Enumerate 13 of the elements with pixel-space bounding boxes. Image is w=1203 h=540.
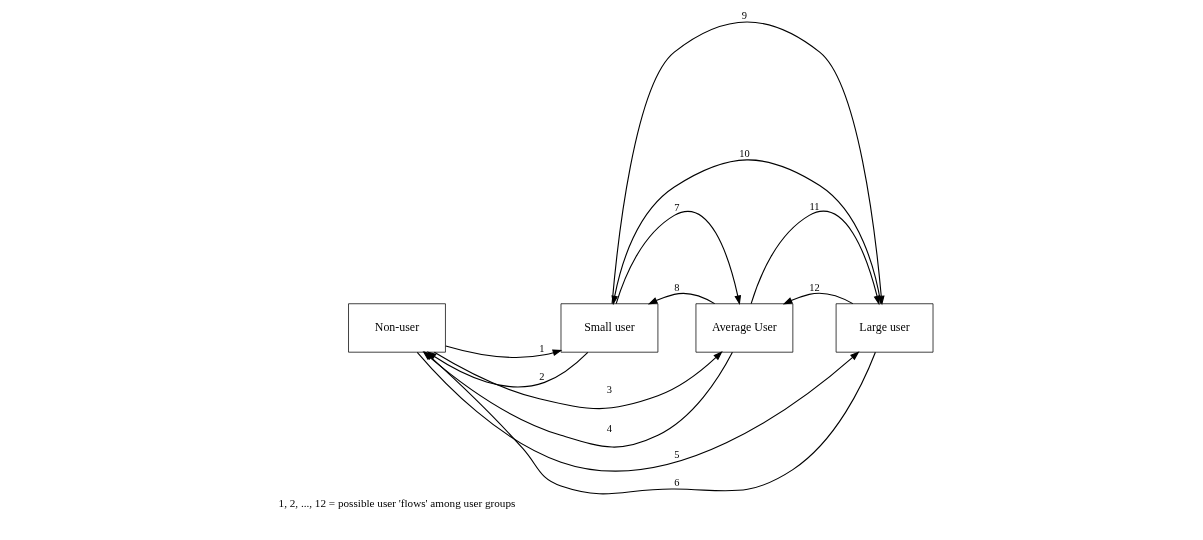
edge-label: 7 [673,202,680,214]
edge-label: 2 [538,370,545,382]
label: 1, 2, ..., 12 = possible user 'flows' among user groups [278,497,515,510]
edge-label: 11 [808,200,819,212]
edge-label: 8 [673,281,680,293]
edge-label: 10 [738,148,750,160]
edge-label: 9 [741,10,747,22]
edge-label: 4 [606,423,612,435]
edge-label: 12 [808,281,820,293]
edge-label: 1 [538,342,545,354]
edge-label: 3 [606,383,612,395]
edge-label: 5 [673,448,680,460]
edge-label: 6 [673,477,680,489]
